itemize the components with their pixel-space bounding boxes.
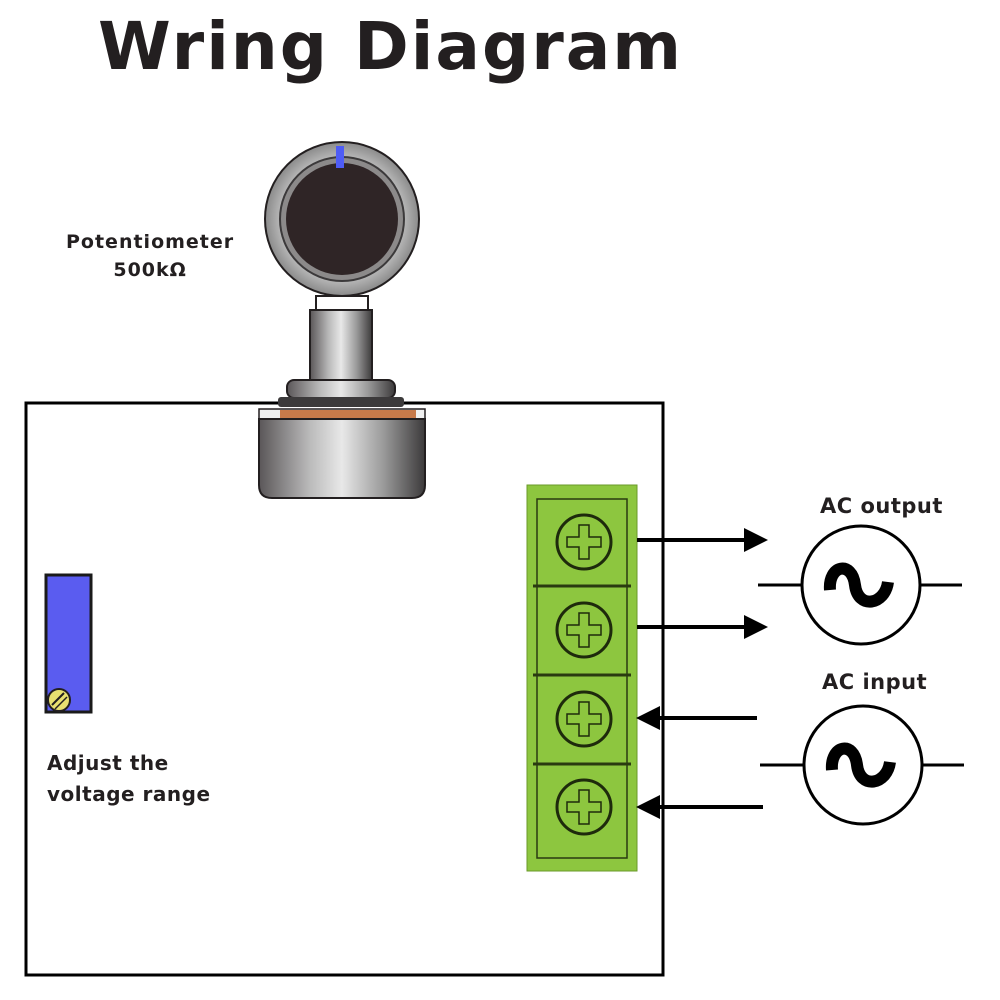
trimmer-label-line1: Adjust the <box>47 751 169 775</box>
cross-screw-icon <box>566 524 602 560</box>
cross-screw-icon <box>566 612 602 648</box>
ac-input-label: AC input <box>822 670 928 694</box>
trimmer-label-line2: voltage range <box>47 782 211 806</box>
output-wire-2 <box>637 615 768 639</box>
terminal-screw-output-1 <box>555 513 613 571</box>
ac-output-source <box>758 524 962 646</box>
cross-screw-icon <box>566 701 602 737</box>
potentiometer-label-name: Potentiometer <box>66 231 235 253</box>
ac-input-source <box>760 704 964 826</box>
arrow-left-icon <box>636 706 660 730</box>
terminal-block <box>526 484 638 872</box>
trimmer-screw-icon <box>47 688 71 712</box>
trimmer-label: Adjust the voltage range <box>47 748 211 810</box>
diagram-title: Wring Diagram <box>98 8 684 85</box>
potentiometer-shaft <box>309 309 373 381</box>
terminal-screw-input-2 <box>555 778 613 836</box>
input-wire-1 <box>636 706 757 730</box>
output-wire-1 <box>637 528 768 552</box>
ac-sine-icon <box>825 742 896 788</box>
potentiometer-label: Potentiometer 500kΩ <box>66 228 234 284</box>
ac-sine-icon <box>823 562 894 608</box>
knob-indicator <box>336 146 344 168</box>
terminal-screw-output-2 <box>555 601 613 659</box>
potentiometer <box>258 141 426 499</box>
terminal-screw-input-1 <box>555 690 613 748</box>
copper-washer <box>280 410 416 418</box>
potentiometer-body <box>258 418 426 499</box>
input-wire-2 <box>636 795 763 819</box>
arrow-right-icon <box>744 615 768 639</box>
potentiometer-label-value: 500kΩ <box>113 259 187 281</box>
trimmer-potentiometer <box>44 573 93 714</box>
arrow-left-icon <box>636 795 660 819</box>
potentiometer-knob <box>286 163 398 275</box>
cross-screw-icon <box>566 789 602 825</box>
arrow-right-icon <box>744 528 768 552</box>
ac-output-label: AC output <box>820 494 943 518</box>
